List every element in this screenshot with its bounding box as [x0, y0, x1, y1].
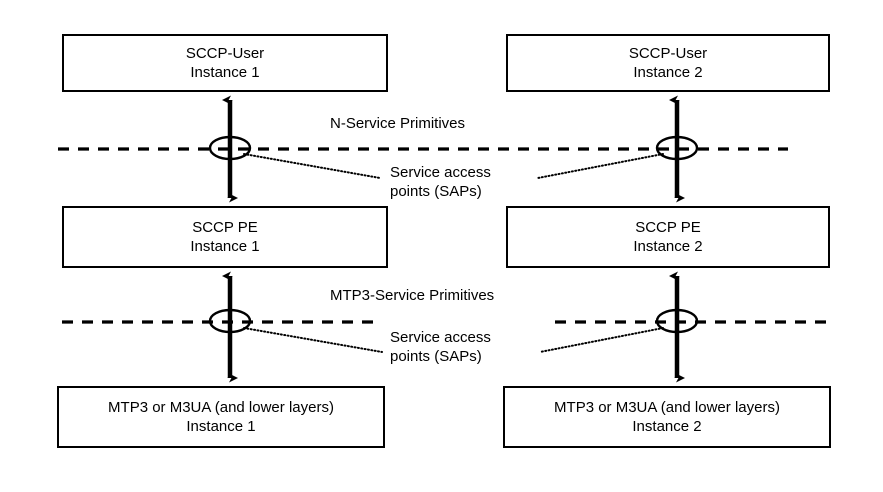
box-sccp-pe-2: SCCP PE Instance 2: [506, 206, 830, 268]
sap-ellipse-right-upper: [655, 135, 699, 161]
sap-ellipse-right-lower: [655, 308, 699, 334]
leader-line-lower-right: [539, 327, 664, 353]
box-sccp-pe-1-line2: Instance 1: [190, 238, 260, 255]
box-sccp-pe-2-line2: Instance 2: [633, 238, 703, 255]
box-sccp-user-2: SCCP-User Instance 2: [506, 34, 830, 92]
label-service-access-points-lower: Service access points (SAPs): [390, 329, 491, 365]
box-mtp3-2: MTP3 or M3UA (and lower layers) Instance…: [503, 386, 831, 448]
label-service-access-points-upper: Service access points (SAPs): [390, 164, 491, 200]
box-mtp3-2-line2: Instance 2: [632, 418, 702, 435]
box-mtp3-1-line2: Instance 1: [186, 418, 256, 435]
box-mtp3-1-line1: MTP3 or M3UA (and lower layers): [108, 399, 334, 416]
leader-line-upper-right: [537, 153, 664, 179]
label-n-service-primitives: N-Service Primitives: [330, 115, 466, 132]
sap-ellipse-left-upper: [208, 135, 252, 161]
box-mtp3-1: MTP3 or M3UA (and lower layers) Instance…: [57, 386, 385, 448]
box-sccp-user-2-line2: Instance 2: [633, 64, 703, 81]
box-sccp-pe-2-line1: SCCP PE: [635, 219, 701, 236]
box-sccp-pe-1-line1: SCCP PE: [192, 219, 258, 236]
box-sccp-pe-1: SCCP PE Instance 1: [62, 206, 388, 268]
box-sccp-user-1-line1: SCCP-User: [185, 45, 265, 62]
sap-ellipse-left-lower: [208, 308, 252, 334]
label-mtp3-service-primitives: MTP3-Service Primitives: [330, 287, 495, 304]
box-sccp-user-1-line2: Instance 1: [190, 64, 260, 81]
box-sccp-user-1: SCCP-User Instance 1: [62, 34, 388, 92]
box-mtp3-2-line1: MTP3 or M3UA (and lower layers): [554, 399, 780, 416]
leader-line-lower-left: [243, 327, 383, 353]
leader-line-upper-left: [243, 153, 381, 179]
box-sccp-user-2-line1: SCCP-User: [628, 45, 708, 62]
